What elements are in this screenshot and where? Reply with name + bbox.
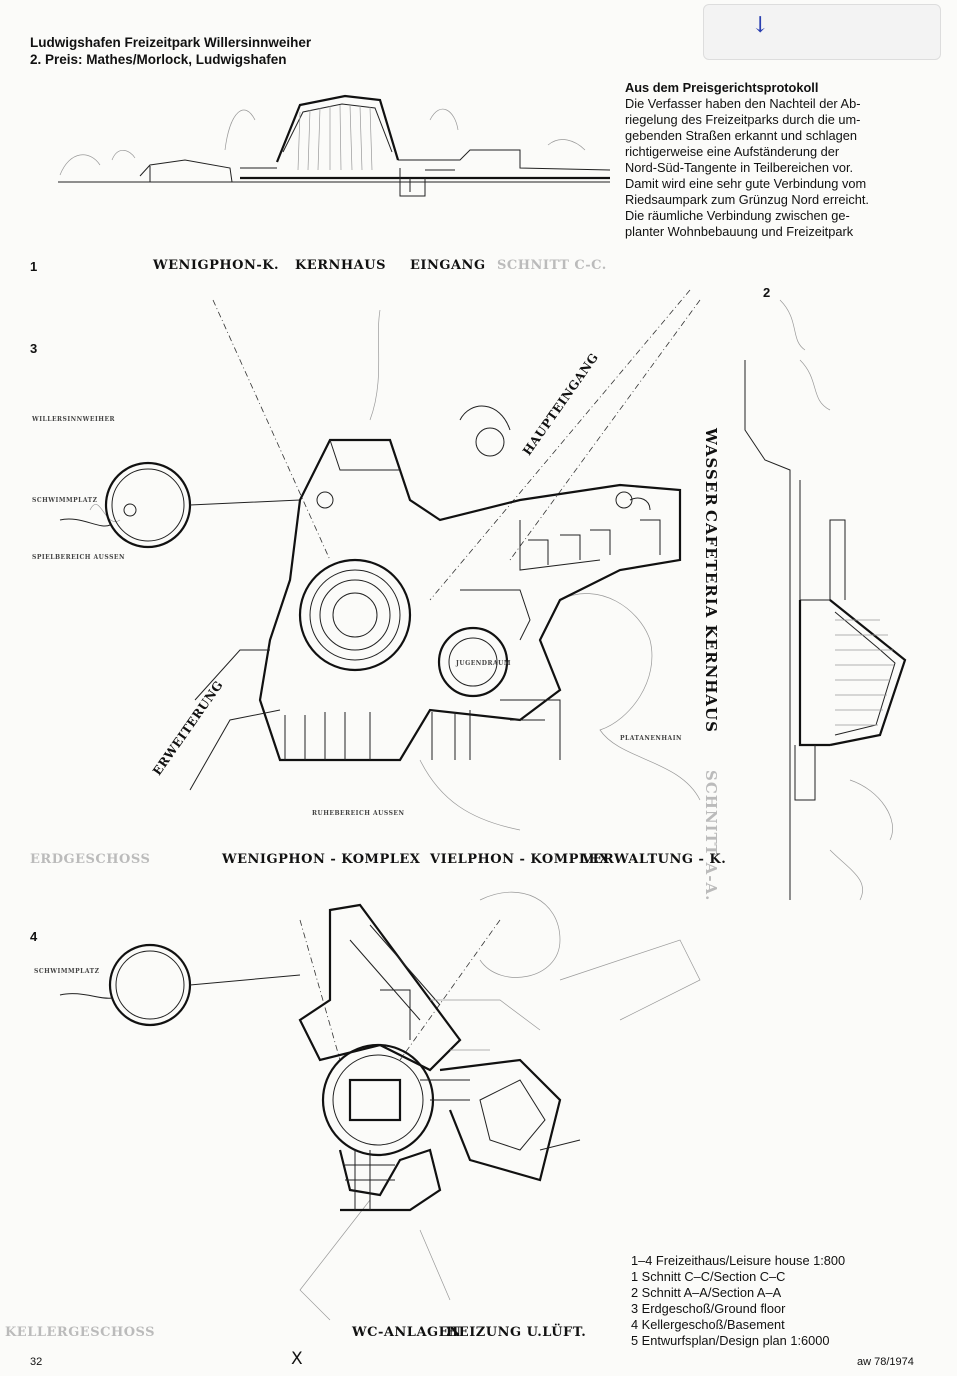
label-heizung-lueft: HEIZUNG U.LÜFT. — [446, 1325, 587, 1340]
label-wenigphon-k: WENIGPHON-K. — [153, 258, 280, 273]
label-wenigphon-komplex: WENIGPHON - KOMPLEX — [222, 852, 421, 867]
label-schwimmplatz: SCHWIMMPLATZ — [32, 497, 98, 504]
jury-line: richtigerweise eine Aufständerung der — [625, 144, 840, 159]
page-subtitle: 2. Preis: Mathes/Morlock, Ludwigshafen — [30, 52, 287, 67]
jury-line: Die Verfasser haben den Nachteil der Ab- — [625, 96, 861, 111]
label-erdgeschoss: ERDGESCHOSS — [30, 852, 151, 867]
jury-line: Damit wird eine sehr gute Verbindung vom — [625, 176, 867, 191]
label-ruhebereich-aussen: RUHEBEREICH AUSSEN — [312, 810, 405, 817]
label-schnitt-cc: SCHNITT C-C. — [497, 258, 607, 273]
label-wasser: WASSER — [702, 428, 720, 507]
figure-number-2: 2 — [763, 285, 771, 300]
caption-line: 1–4 Freizeithaus/Leisure house 1:800 — [631, 1253, 846, 1268]
label-kellergeschoss: KELLERGESCHOSS — [5, 1325, 156, 1340]
label-schwimmplatz-basement: SCHWIMMPLATZ — [34, 968, 100, 975]
label-schnitt-aa: SCHNITT A-A. — [702, 770, 720, 902]
label-jugendraum: JUGENDRAUM — [456, 660, 511, 667]
label-spielbereich-aussen: SPIELBEREICH AUSSEN — [32, 554, 125, 561]
jury-line: gebenden Straßen erkannt und schlagen — [625, 128, 857, 143]
section-cc-drawing — [58, 94, 611, 197]
handwritten-arrow-icon: ↓ — [751, 13, 770, 38]
caption-line: 1 Schnitt C–C/Section C–C — [631, 1269, 786, 1284]
handwritten-mark: X — [291, 1349, 303, 1369]
journal-reference: aw 78/1974 — [857, 1356, 914, 1368]
label-verwaltung-k: VERWALTUNG - K. — [582, 852, 727, 867]
label-platanenhain: PLATANENHAIN — [620, 735, 683, 742]
label-vielphon-komplex: VIELPHON - KOMPLEX — [430, 852, 610, 867]
jury-report: Aus dem Preisgerichtsprotokoll Die Verfa… — [625, 80, 903, 240]
label-willersinnweiher: WILLERSINNWEIHER — [32, 416, 115, 423]
jury-line: Die räumliche Verbindung zwischen ge- — [625, 208, 850, 223]
figure-number-4: 4 — [30, 929, 38, 944]
jury-line: riegelung des Freizeitparks durch die um… — [625, 112, 861, 127]
label-kernhaus: KERNHAUS — [295, 258, 386, 273]
jury-report-title: Aus dem Preisgerichtsprotokoll — [625, 80, 819, 95]
label-wc-anlagen: WC-ANLAGEN — [352, 1325, 462, 1340]
jury-line: Riedsaumpark zum Grünzug Nord erreicht. — [625, 192, 869, 207]
page-number: 32 — [30, 1356, 43, 1368]
caption-line: 5 Entwurfsplan/Design plan 1:6000 — [631, 1333, 830, 1348]
sticky-note: ↓ — [703, 4, 941, 60]
page-header: Ludwigshafen Freizeitpark Willersinnweih… — [30, 34, 311, 68]
page-title: Ludwigshafen Freizeitpark Willersinnweih… — [30, 35, 312, 50]
caption-line: 2 Schnitt A–A/Section A–A — [631, 1285, 782, 1300]
caption-line: 4 Kellergeschoß/Basement — [631, 1317, 785, 1332]
caption-line: 3 Erdgeschoß/Ground floor — [631, 1301, 786, 1316]
figure-number-3: 3 — [30, 341, 38, 356]
jury-line: Nord-Süd-Tangente in Teilbereichen vor. — [625, 160, 854, 175]
figure-number-1: 1 — [30, 259, 38, 274]
figure-caption: 1–4 Freizeithaus/Leisure house 1:800 1 S… — [631, 1253, 845, 1349]
label-eingang: EINGANG — [410, 258, 486, 273]
jury-line: planter Wohnbebauung und Freizeitpark — [625, 224, 854, 239]
label-cafeteria-kernhaus: CAFETERIA KERNHAUS — [702, 510, 720, 733]
